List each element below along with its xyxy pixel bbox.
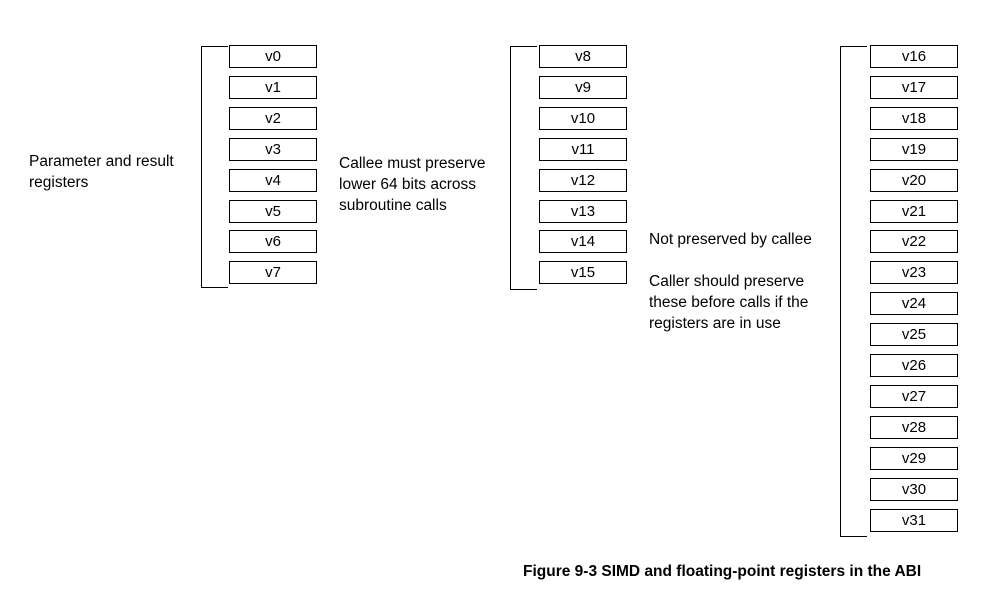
register-box-v22: v22 [870, 230, 958, 253]
group-1-bracket [201, 46, 228, 288]
register-box-v6: v6 [229, 230, 317, 253]
register-box-v25: v25 [870, 323, 958, 346]
register-box-v2: v2 [229, 107, 317, 130]
register-box-v19: v19 [870, 138, 958, 161]
register-box-v8: v8 [539, 45, 627, 68]
register-box-v3: v3 [229, 138, 317, 161]
register-box-v11: v11 [539, 138, 627, 161]
register-box-v26: v26 [870, 354, 958, 377]
group-3-note: Caller should preserve these before call… [649, 271, 808, 334]
group-2-bracket [510, 46, 537, 290]
register-box-v14: v14 [539, 230, 627, 253]
register-box-v29: v29 [870, 447, 958, 470]
register-box-v1: v1 [229, 76, 317, 99]
register-box-v18: v18 [870, 107, 958, 130]
register-box-v7: v7 [229, 261, 317, 284]
register-box-v0: v0 [229, 45, 317, 68]
register-box-v13: v13 [539, 200, 627, 223]
register-box-v24: v24 [870, 292, 958, 315]
register-box-v9: v9 [539, 76, 627, 99]
description-line: subroutine calls [339, 197, 447, 214]
register-box-v10: v10 [539, 107, 627, 130]
register-box-v5: v5 [229, 200, 317, 223]
description-line: Callee must preserve [339, 155, 486, 172]
figure-caption: Figure 9-3 SIMD and floating-point regis… [523, 563, 922, 580]
register-box-v15: v15 [539, 261, 627, 284]
group-2-description: Callee must preserve lower 64 bits acros… [339, 153, 485, 216]
register-box-v17: v17 [870, 76, 958, 99]
register-box-v27: v27 [870, 385, 958, 408]
register-box-v21: v21 [870, 200, 958, 223]
register-box-v20: v20 [870, 169, 958, 192]
group-1-description: Parameter and result registers [29, 151, 174, 193]
register-box-v31: v31 [870, 509, 958, 532]
description-line: Parameter and result [29, 153, 174, 170]
description-line: Not preserved by callee [649, 231, 812, 248]
group-3-bracket [840, 46, 867, 537]
register-box-v30: v30 [870, 478, 958, 501]
register-box-v28: v28 [870, 416, 958, 439]
register-box-v4: v4 [229, 169, 317, 192]
group-3-description: Not preserved by callee [649, 229, 812, 250]
register-box-v16: v16 [870, 45, 958, 68]
note-line: Caller should preserve [649, 273, 805, 290]
description-line: registers [29, 174, 89, 191]
note-line: registers are in use [649, 315, 781, 332]
description-line: lower 64 bits across [339, 176, 476, 193]
register-box-v23: v23 [870, 261, 958, 284]
register-box-v12: v12 [539, 169, 627, 192]
note-line: these before calls if the [649, 294, 809, 311]
